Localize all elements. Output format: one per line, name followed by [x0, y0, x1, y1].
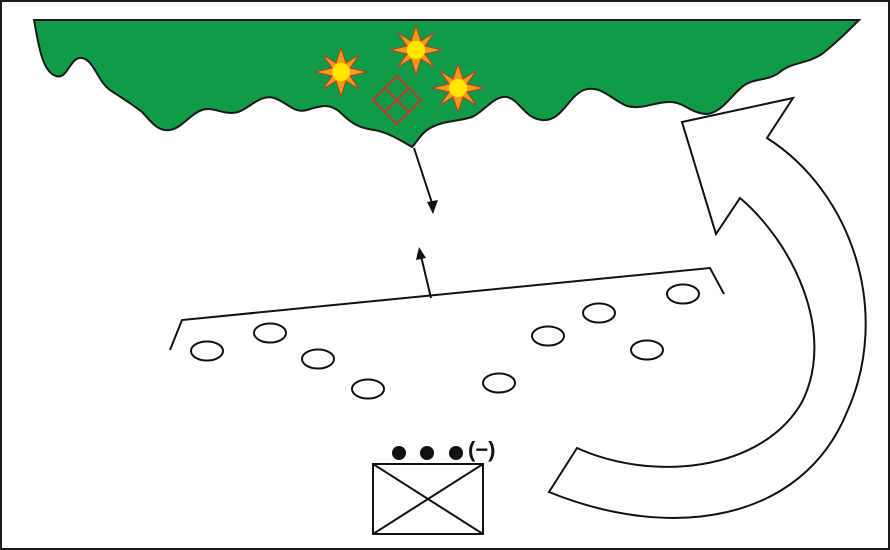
starburst-icon: [431, 62, 485, 114]
soldier-position: [582, 302, 616, 324]
size-dot: [420, 446, 434, 460]
starburst-icon: [314, 46, 368, 98]
soldier-position: [666, 283, 700, 305]
soldier-position: [531, 325, 565, 347]
size-dot: [449, 446, 463, 460]
terrain-area: [32, 19, 862, 149]
diamond-grid-icon: [371, 74, 423, 126]
infantry-unit-icon: (−): [372, 437, 496, 535]
unit-size-modifier: (−): [468, 437, 496, 462]
curved-arrow-icon: [547, 96, 867, 519]
soldier-position: [630, 339, 664, 361]
soldier-position: [301, 348, 335, 370]
firing-line: [169, 266, 725, 351]
down-arrow: [413, 147, 438, 214]
up-arrow: [416, 247, 432, 299]
soldier-position: [190, 340, 224, 362]
soldier-position: [482, 372, 516, 394]
soldier-position: [253, 322, 287, 344]
size-dot: [392, 446, 406, 460]
starburst-icon: [389, 24, 443, 76]
soldier-positions: [190, 283, 700, 400]
soldier-position: [351, 378, 385, 400]
